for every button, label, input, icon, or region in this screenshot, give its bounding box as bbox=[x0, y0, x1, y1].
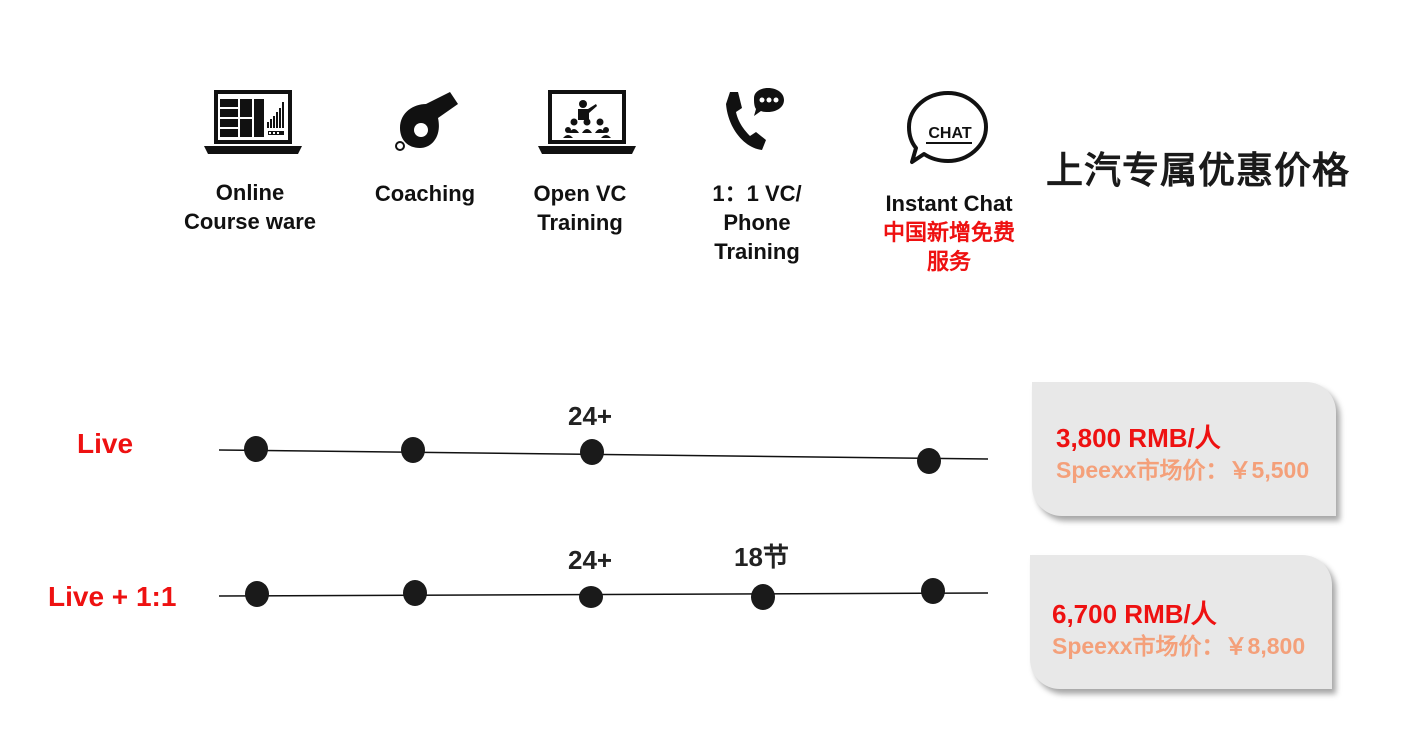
feature-line-red: 服务 bbox=[926, 249, 971, 274]
page-title: 上汽专属优惠价格 bbox=[1046, 149, 1350, 192]
feature-line: Training bbox=[537, 210, 623, 235]
feature-label-instant-chat: Instant Chat 中国新增免费 服务 bbox=[868, 189, 1030, 276]
feature-line: Instant Chat bbox=[885, 191, 1013, 216]
feature-line: Phone bbox=[723, 210, 791, 235]
price-live-1on1: 6,700 RMB/人 bbox=[1052, 599, 1217, 629]
price-card-live-1on1 bbox=[1030, 555, 1332, 689]
feature-label-phone-training: 1：1 VC/ Phone Training bbox=[686, 179, 828, 266]
timeline-dot bbox=[579, 586, 603, 608]
timeline-dot bbox=[245, 581, 269, 607]
feature-line: Course ware bbox=[183, 209, 317, 234]
chat-bubble-icon: CHAT bbox=[907, 91, 988, 164]
market-price-live: Speexx市场价：￥5,500 bbox=[1056, 457, 1310, 483]
laptop-dashboard-icon bbox=[204, 90, 302, 154]
market-price-live-1on1: Speexx市场价：￥8,800 bbox=[1052, 633, 1306, 659]
price-live: 3,800 RMB/人 bbox=[1056, 423, 1221, 453]
timeline-line-live-1on1 bbox=[218, 592, 989, 597]
feature-line: Open VC bbox=[533, 181, 627, 206]
timeline-dot bbox=[401, 437, 425, 463]
row-label-live: Live bbox=[77, 428, 134, 459]
session-count-label: 24+ bbox=[568, 401, 613, 431]
session-count-label: 24+ bbox=[568, 545, 613, 575]
session-count-label: 18节 bbox=[734, 542, 789, 572]
timeline-dot bbox=[917, 448, 941, 474]
feature-line: Training bbox=[714, 239, 800, 264]
timeline-dot bbox=[403, 580, 427, 606]
timeline-dot bbox=[921, 578, 945, 604]
feature-line: 1：1 VC/ bbox=[712, 181, 802, 206]
timeline-dot bbox=[580, 439, 604, 465]
timeline-dot bbox=[244, 436, 268, 462]
timeline-dot bbox=[751, 584, 775, 610]
price-card-live bbox=[1032, 382, 1336, 516]
feature-line-red: 中国新增免费 bbox=[882, 220, 1015, 245]
feature-label-coaching: Coaching bbox=[355, 179, 495, 208]
row-label-live-1on1: Live + 1:1 bbox=[48, 581, 177, 612]
whistle-icon bbox=[395, 92, 458, 151]
phone-chat-icon bbox=[726, 88, 784, 150]
laptop-classroom-icon bbox=[538, 90, 636, 154]
feature-label-online-course: Online Course ware bbox=[170, 178, 330, 236]
feature-label-open-vc: Open VC Training bbox=[510, 179, 650, 237]
chat-icon-text: CHAT bbox=[928, 125, 971, 142]
feature-line: Online bbox=[215, 180, 285, 205]
feature-line: Coaching bbox=[374, 181, 476, 206]
